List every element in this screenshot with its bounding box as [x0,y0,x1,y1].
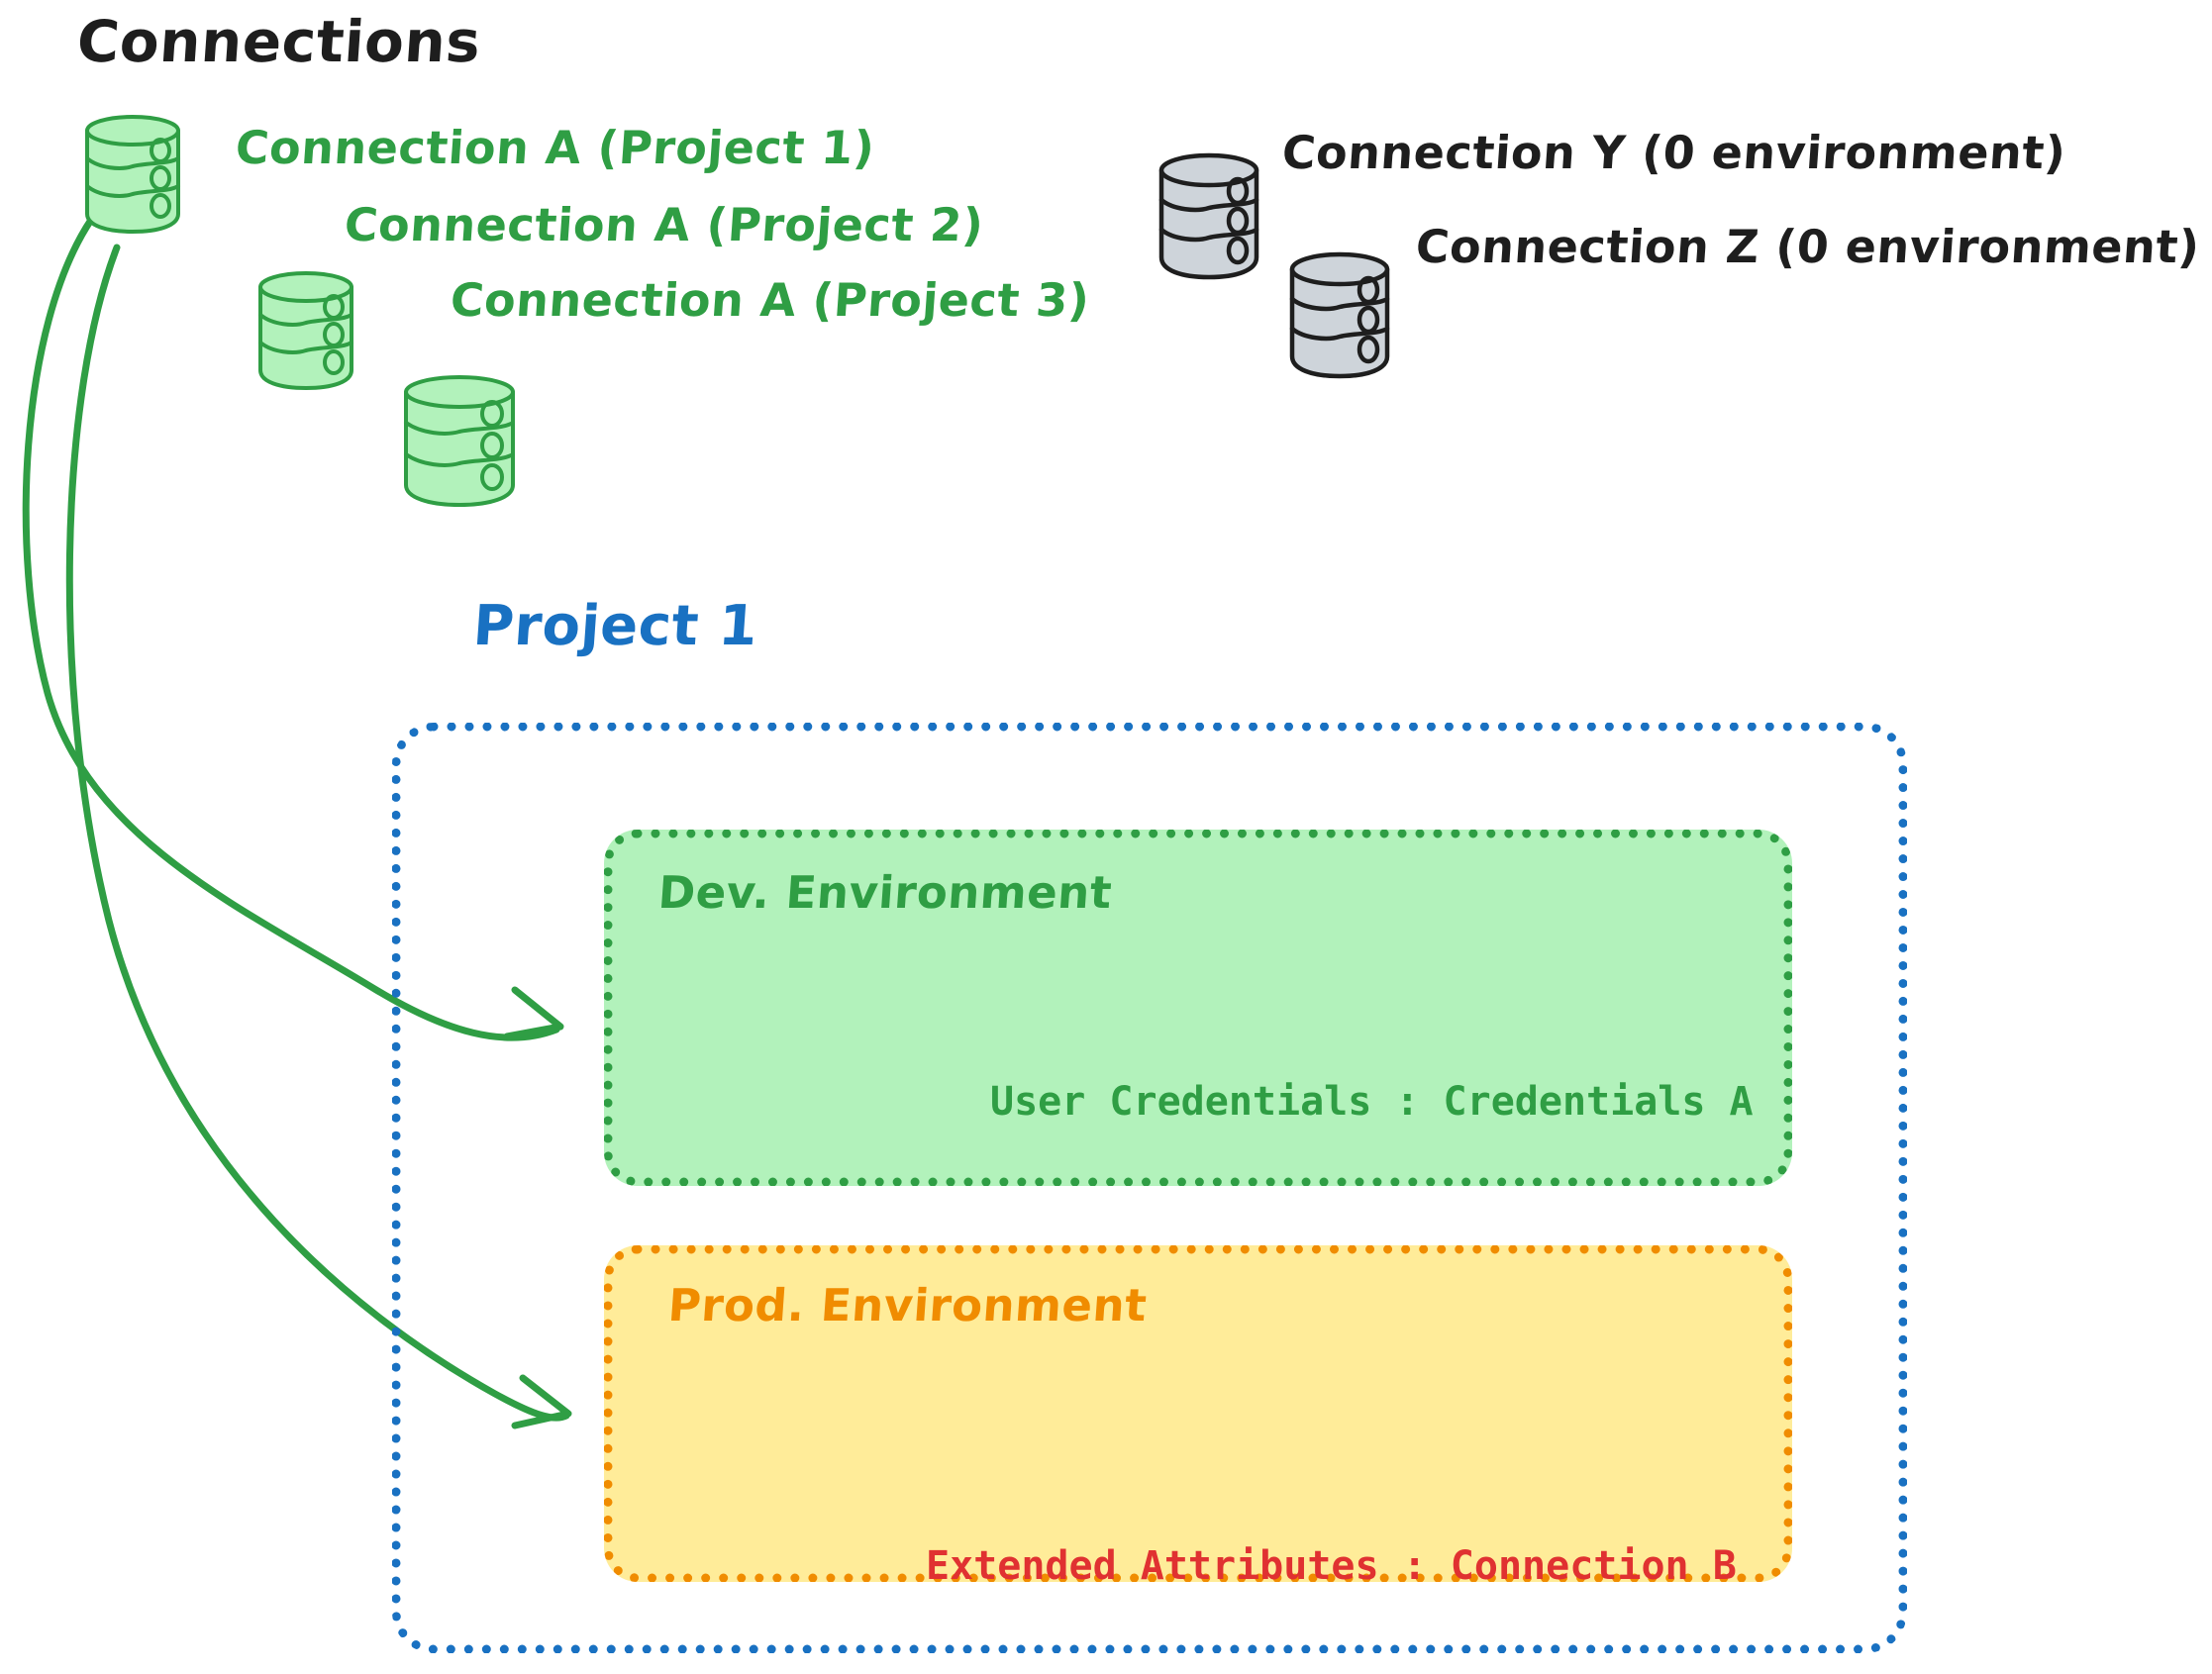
label-connection-y: Connection Y (0 environment) [1280,126,2068,179]
label-connection-a-project-1: Connection A (Project 1) [234,121,877,174]
label-connection-a-project-2: Connection A (Project 2) [343,198,986,251]
database-icon-connection-a-project-2[interactable] [251,265,364,398]
dev-environment-credentials-row: User Credentials : Credentials A [990,1079,1754,1125]
dev-environment-title: Dev. Environment [656,866,1114,919]
page-title: Connections [74,8,483,75]
prod-environment-rows: Extended Attributes : Connection B Ext.A… [926,1440,1760,1674]
label-connection-z: Connection Z (0 environment) [1414,220,2202,273]
project-boundary [392,723,1907,1653]
label-connection-a-project-3: Connection A (Project 3) [449,273,1092,327]
prod-environment-title: Prod. Environment [666,1279,1150,1331]
database-icon-connection-y[interactable] [1152,147,1270,289]
project-title: Project 1 [470,594,760,658]
prod-environment-box[interactable] [604,1245,1792,1582]
database-icon-connection-a-project-3[interactable] [396,368,530,516]
database-icon-connection-z[interactable] [1282,246,1401,388]
database-icon-connection-a-project-1[interactable] [77,109,191,242]
prod-environment-row-extended-attributes: Extended Attributes : Connection B [926,1543,1737,1590]
dev-environment-box[interactable] [604,830,1792,1186]
